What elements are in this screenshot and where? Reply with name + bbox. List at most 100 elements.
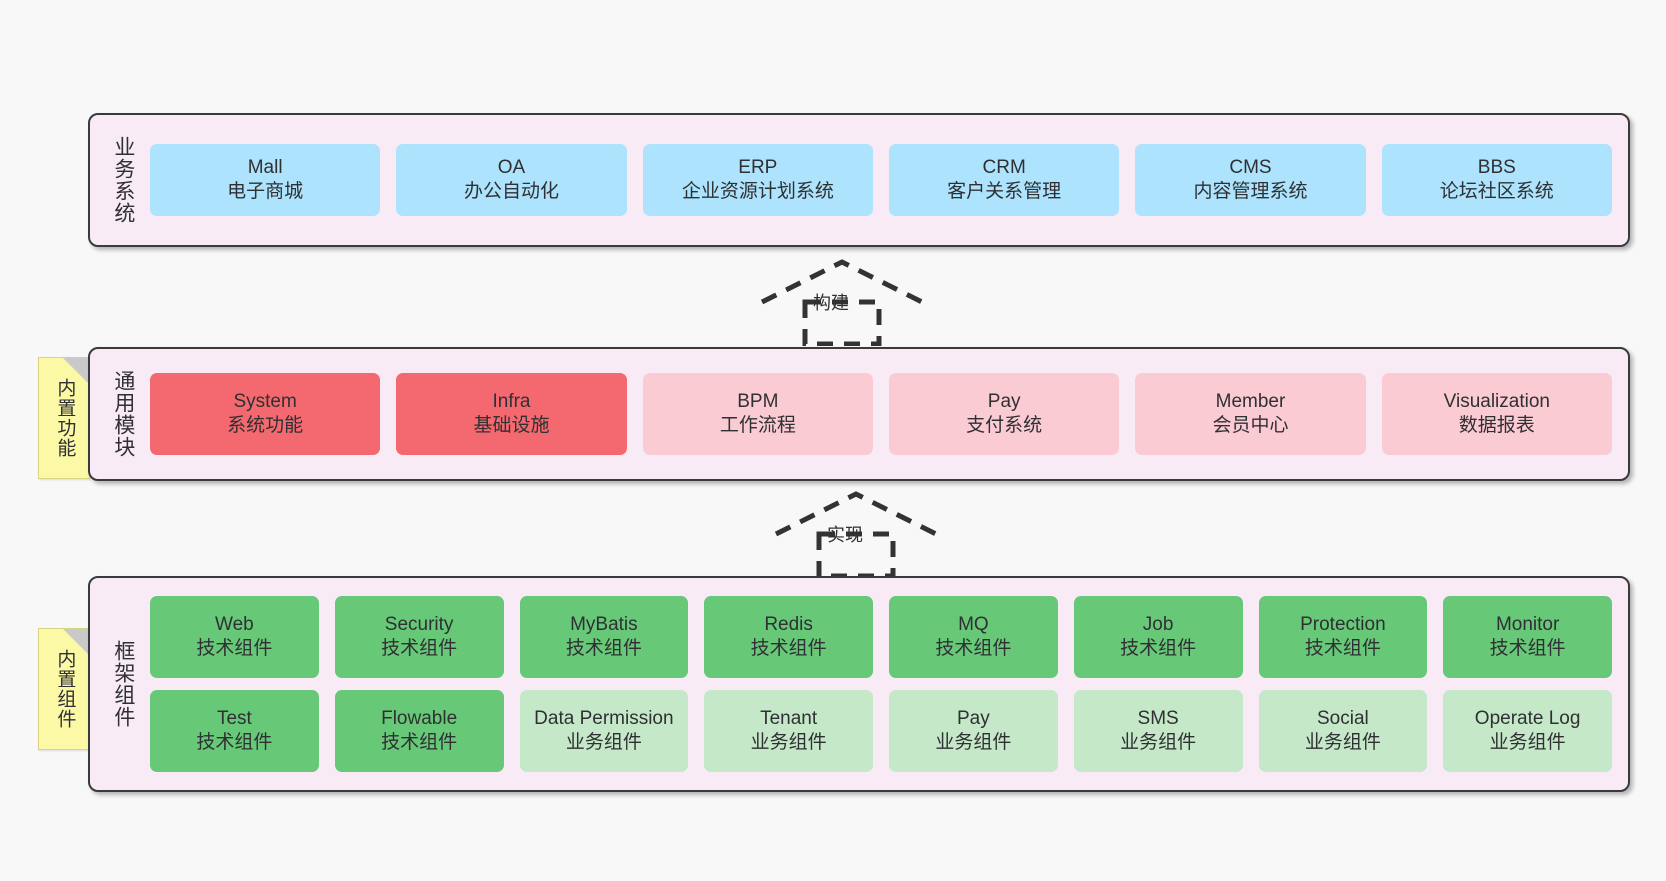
- cell-title-en: Pay: [987, 390, 1021, 412]
- cell-title-en: System: [233, 390, 297, 412]
- cell-mybatis[interactable]: MyBatis 技术组件: [519, 596, 689, 678]
- cell-title-cn: 技术组件: [1489, 638, 1566, 659]
- cell-member[interactable]: Member 会员中心: [1135, 373, 1366, 455]
- cell-system[interactable]: System 系统功能: [150, 373, 381, 455]
- cell-title-cn: 数据报表: [1458, 415, 1535, 436]
- cell-title-cn: 系统功能: [227, 415, 304, 436]
- layer-title-framework-components: 框架组件: [111, 640, 135, 728]
- cell-mq[interactable]: MQ 技术组件: [889, 596, 1058, 678]
- cell-redis[interactable]: Redis 技术组件: [704, 596, 873, 678]
- cell-title-en: Mall: [247, 156, 283, 178]
- cell-erp[interactable]: ERP 企业资源计划系统: [642, 144, 873, 216]
- cell-title-en: Security: [384, 613, 454, 635]
- cell-title-en: MyBatis: [570, 613, 638, 635]
- cell-title-en: Monitor: [1495, 613, 1560, 635]
- cell-title-cn: 业务组件: [1489, 732, 1566, 753]
- cell-title-cn: 电子商城: [227, 181, 304, 202]
- note-builtin-component: 内置组件: [38, 628, 90, 750]
- cell-title-en: Flowable: [381, 707, 458, 729]
- cell-bpm[interactable]: BPM 工作流程: [642, 373, 873, 455]
- cell-title-cn: 技术组件: [1304, 638, 1381, 659]
- cell-title-cn: 内容管理系统: [1193, 181, 1308, 202]
- cell-test[interactable]: Test 技术组件: [150, 690, 319, 772]
- cell-title-en: Infra: [492, 390, 531, 412]
- cell-monitor[interactable]: Monitor 技术组件: [1443, 596, 1612, 678]
- cell-title-en: Test: [216, 707, 252, 729]
- cell-title-en: Job: [1142, 613, 1174, 635]
- arrow-build: 构建: [752, 256, 932, 347]
- layer-modules-cells: System 系统功能 Infra 基础设施 BPM 工作流程 Pay 支付系统…: [144, 349, 1628, 479]
- cell-operate-log[interactable]: Operate Log 业务组件: [1443, 690, 1612, 772]
- layer-framework-cells: Web 技术组件 Security 技术组件 MyBatis 技术组件 Redi…: [144, 578, 1628, 790]
- cell-title-en: BBS: [1477, 156, 1516, 178]
- cell-title-cn: 业务组件: [750, 732, 827, 753]
- cell-title-cn: 技术组件: [196, 732, 273, 753]
- cell-web[interactable]: Web 技术组件: [150, 596, 319, 678]
- cell-title-en: Web: [215, 613, 254, 635]
- cell-title-en: ERP: [738, 156, 778, 178]
- cell-security[interactable]: Security 技术组件: [334, 596, 504, 678]
- arrow-implement: 实现: [766, 488, 946, 579]
- cell-flowable[interactable]: Flowable 技术组件: [334, 690, 504, 772]
- cell-title-cn: 论坛社区系统: [1439, 181, 1554, 202]
- generalization-arrow-icon: [760, 259, 924, 347]
- cell-row: Mall 电子商城 OA 办公自动化 ERP 企业资源计划系统 CRM 客户关系…: [150, 144, 1612, 216]
- cell-title-en: Member: [1215, 390, 1286, 412]
- cell-title-en: Social: [1317, 707, 1369, 729]
- cell-title-cn: 技术组件: [565, 638, 642, 659]
- cell-title-cn: 业务组件: [565, 732, 642, 753]
- cell-title-en: SMS: [1137, 707, 1179, 729]
- cell-title-cn: 技术组件: [381, 732, 458, 753]
- cell-title-cn: 技术组件: [196, 638, 273, 659]
- cell-social[interactable]: Social 业务组件: [1258, 690, 1428, 772]
- cell-title-cn: 支付系统: [966, 415, 1043, 436]
- cell-title-cn: 会员中心: [1212, 415, 1289, 436]
- note-builtin-feature: 内置功能: [38, 357, 90, 479]
- arrow-implement-label: 实现: [827, 525, 863, 545]
- cell-job[interactable]: Job 技术组件: [1073, 596, 1243, 678]
- cell-pay-component[interactable]: Pay 业务组件: [889, 690, 1058, 772]
- layer-business-cells: Mall 电子商城 OA 办公自动化 ERP 企业资源计划系统 CRM 客户关系…: [144, 115, 1628, 245]
- cell-pay-module[interactable]: Pay 支付系统: [888, 373, 1120, 455]
- cell-sms[interactable]: SMS 业务组件: [1073, 690, 1243, 772]
- cell-title-en: Protection: [1300, 613, 1386, 635]
- arrow-build-label: 构建: [813, 293, 849, 313]
- cell-title-cn: 技术组件: [750, 638, 827, 659]
- cell-title-cn: 技术组件: [1120, 638, 1197, 659]
- layer-framework-components: 框架组件 Web 技术组件 Security 技术组件 MyBatis 技术组件…: [88, 576, 1630, 792]
- cell-title-cn: 业务组件: [1120, 732, 1197, 753]
- cell-title-en: MQ: [958, 613, 989, 635]
- cell-row: System 系统功能 Infra 基础设施 BPM 工作流程 Pay 支付系统…: [150, 373, 1612, 455]
- cell-title-cn: 企业资源计划系统: [681, 181, 834, 202]
- cell-infra[interactable]: Infra 基础设施: [396, 373, 627, 455]
- cell-mall[interactable]: Mall 电子商城: [150, 144, 381, 216]
- cell-title-en: CRM: [982, 156, 1026, 178]
- cell-title-en: Redis: [764, 613, 813, 635]
- cell-tenant[interactable]: Tenant 业务组件: [704, 690, 873, 772]
- cell-title-cn: 工作流程: [719, 415, 796, 436]
- cell-crm[interactable]: CRM 客户关系管理: [888, 144, 1120, 216]
- cell-title-en: BPM: [737, 390, 779, 412]
- cell-visualization[interactable]: Visualization 数据报表: [1381, 373, 1612, 455]
- cell-title-cn: 客户关系管理: [947, 181, 1062, 202]
- note-builtin-component-text: 内置组件: [54, 649, 76, 729]
- cell-title-cn: 技术组件: [935, 638, 1012, 659]
- cell-bbs[interactable]: BBS 论坛社区系统: [1381, 144, 1612, 216]
- cell-title-en: CMS: [1229, 156, 1272, 178]
- cell-row: Web 技术组件 Security 技术组件 MyBatis 技术组件 Redi…: [150, 596, 1612, 678]
- layer-business-system: 业务系统 Mall 电子商城 OA 办公自动化 ERP 企业资源计划系统 CRM…: [88, 113, 1630, 247]
- layer-title-common-modules: 通用模块: [111, 370, 135, 458]
- cell-cms[interactable]: CMS 内容管理系统: [1135, 144, 1366, 216]
- cell-title-en: Operate Log: [1474, 707, 1581, 729]
- cell-protection[interactable]: Protection 技术组件: [1258, 596, 1428, 678]
- layer-title-business-system: 业务系统: [111, 136, 135, 224]
- cell-data-permission[interactable]: Data Permission 业务组件: [519, 690, 689, 772]
- cell-title-cn: 技术组件: [381, 638, 458, 659]
- cell-title-en: Data Permission: [534, 707, 674, 729]
- cell-title-en: Pay: [957, 707, 990, 729]
- cell-oa[interactable]: OA 办公自动化: [396, 144, 627, 216]
- cell-row: Test 技术组件 Flowable 技术组件 Data Permission …: [150, 690, 1612, 772]
- note-fold-corner-icon: [63, 358, 89, 384]
- note-builtin-feature-text: 内置功能: [54, 378, 76, 458]
